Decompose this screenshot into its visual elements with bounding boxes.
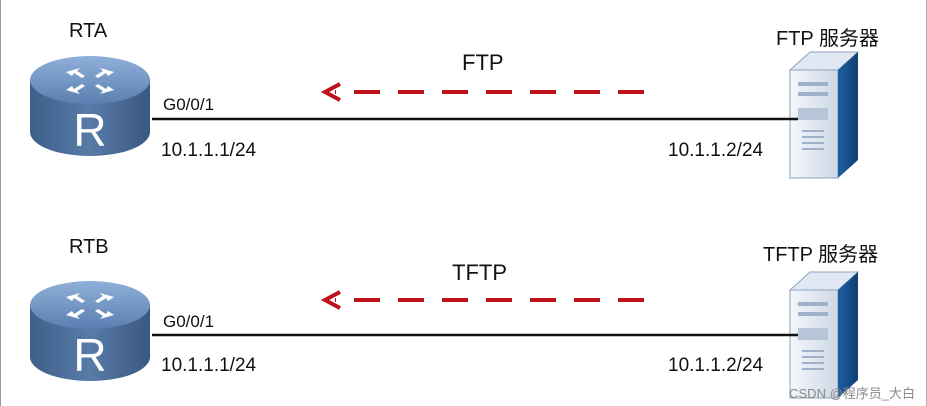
router-rtb-label: RTB bbox=[69, 236, 109, 258]
rtb-port-label: G0/0/1 bbox=[163, 312, 215, 331]
rta-port-label: G0/0/1 bbox=[163, 95, 215, 114]
protocol-tftp-label: TFTP bbox=[452, 260, 507, 285]
rtb-ip-label: 10.1.1.1/24 bbox=[161, 355, 257, 376]
ftp-server-ip-label: 10.1.1.2/24 bbox=[668, 140, 764, 161]
rta-ip-label: 10.1.1.1/24 bbox=[161, 140, 257, 161]
tftp-server-icon bbox=[789, 271, 859, 399]
ftp-server-label: FTP 服务器 bbox=[776, 28, 879, 50]
ftp-server-icon bbox=[789, 51, 859, 179]
arrow-top bbox=[320, 82, 644, 102]
frame-left-border bbox=[0, 0, 1, 406]
router-rta-label: RTA bbox=[69, 20, 108, 42]
router-rta-icon bbox=[30, 56, 150, 156]
router-rtb-icon bbox=[30, 281, 150, 381]
tftp-server-ip-label: 10.1.1.2/24 bbox=[668, 355, 764, 376]
protocol-ftp-label: FTP bbox=[462, 50, 504, 75]
watermark-text: CSDN @程序员_大白 bbox=[789, 386, 915, 401]
arrow-bottom bbox=[320, 290, 644, 310]
tftp-server-label: TFTP 服务器 bbox=[763, 244, 879, 266]
